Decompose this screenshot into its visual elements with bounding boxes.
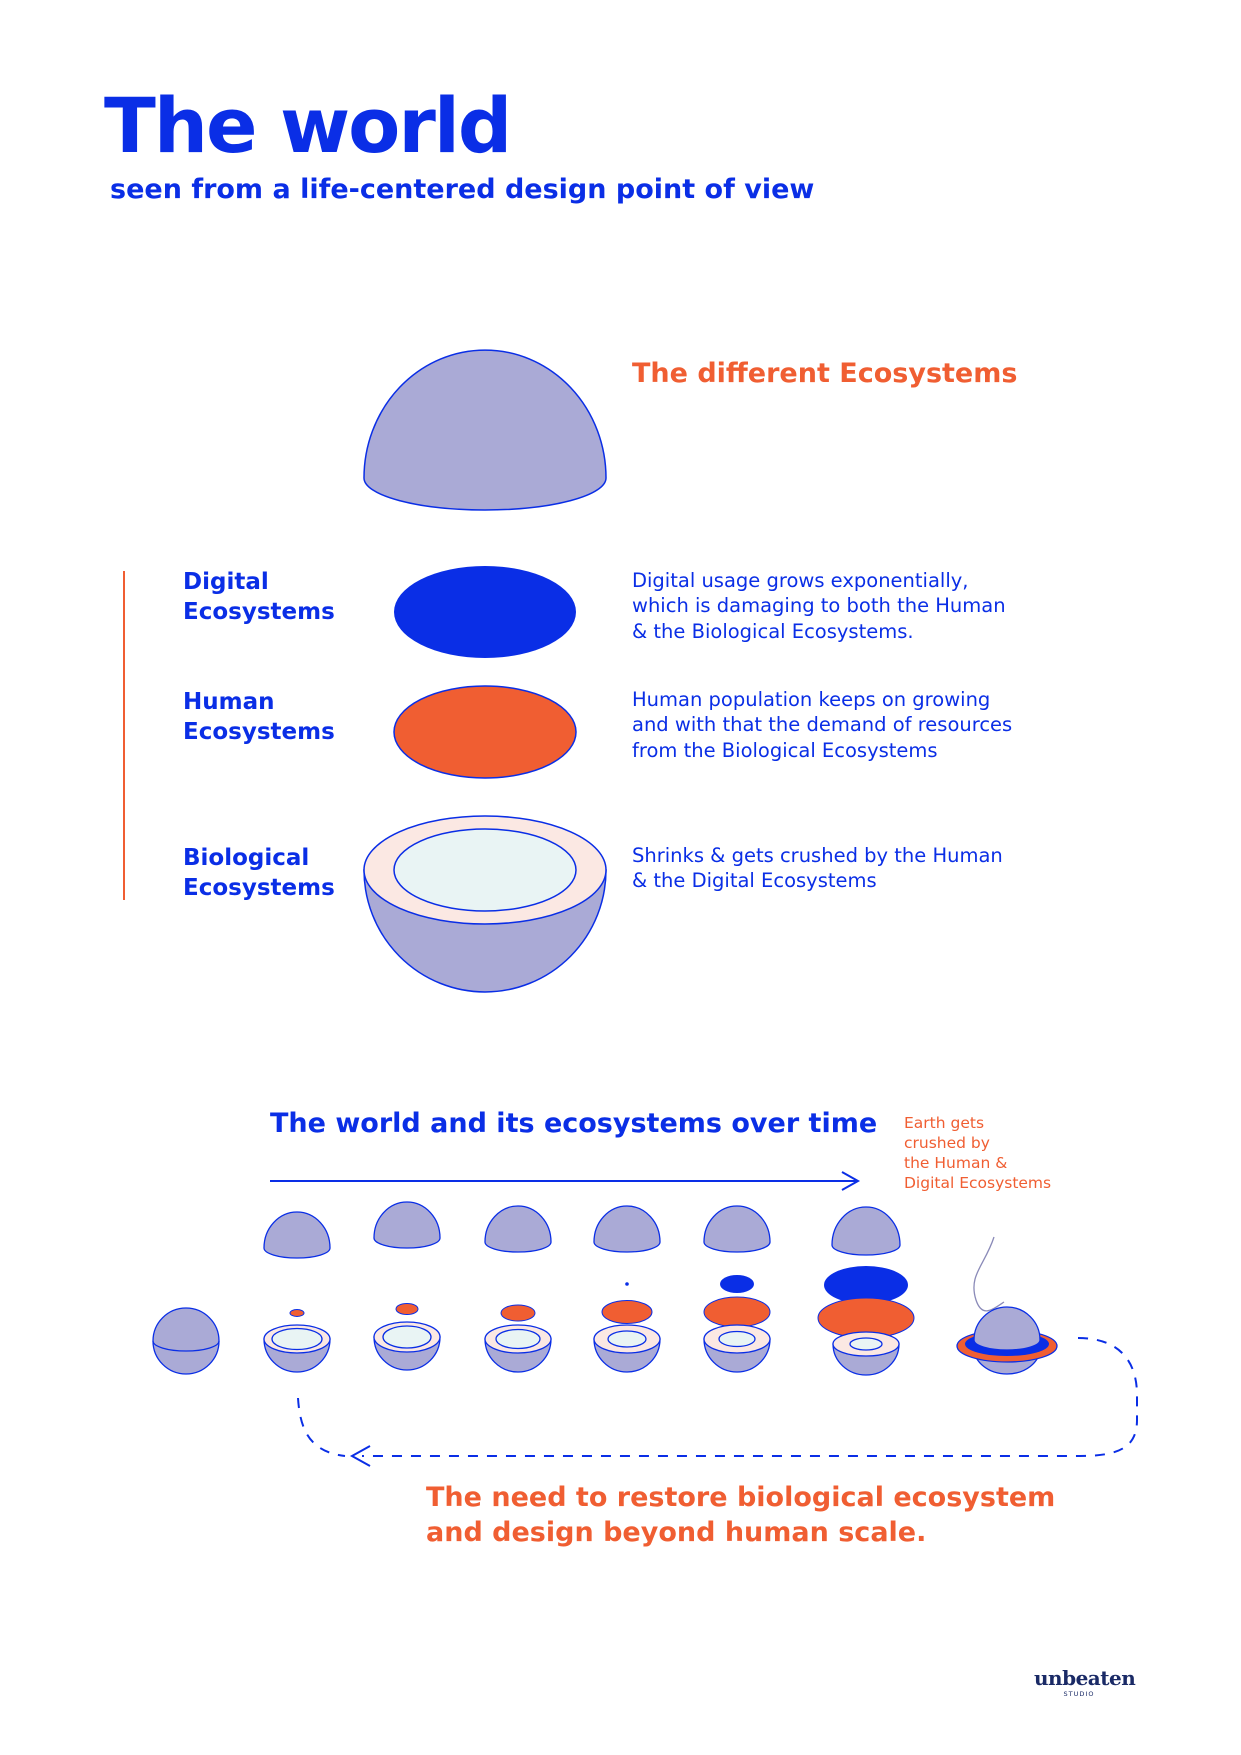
timeline-stage-4 (484, 1205, 552, 1373)
timeline-arrow (270, 1171, 861, 1191)
timeline-stage-1 (152, 1307, 220, 1375)
logo-subtitle: STUDIO (1063, 1690, 1095, 1698)
crushed-earth-note: Earth gets crushed by the Human & Digita… (904, 1114, 1052, 1193)
timeline-stage-3 (373, 1201, 441, 1371)
human-ecosystem-label: Human Ecosystems (183, 689, 335, 745)
digital-ecosystem-disc (394, 566, 576, 658)
note-callout-line (973, 1236, 1005, 1312)
timeline-stage-7 (817, 1206, 915, 1376)
biological-ecosystem-bowl (363, 815, 607, 993)
restore-message: The need to restore biological ecosystem… (426, 1482, 1056, 1549)
digital-ecosystem-label: Digital Ecosystems (183, 569, 335, 625)
biological-ecosystem-description: Shrinks & gets crushed by the Human & th… (632, 844, 1003, 893)
ecosystems-heading: The different Ecosystems (632, 358, 1018, 389)
logo-name: unbeaten (1034, 1666, 1136, 1690)
human-ecosystem-description: Human population keeps on growing and wi… (632, 688, 1013, 762)
page-title: The world (104, 81, 512, 170)
human-ecosystem-disc (393, 685, 577, 779)
timeline-stage-8-crushed-earth (956, 1306, 1058, 1375)
timeline-stage-6 (703, 1205, 771, 1373)
timeline-heading: The world and its ecosystems over time (270, 1108, 878, 1139)
timeline-stage-2 (263, 1211, 331, 1373)
top-hemisphere (363, 349, 607, 511)
biological-ecosystem-label: Biological Ecosystems (183, 845, 335, 901)
timeline-stage-5 (593, 1205, 661, 1373)
page-subtitle: seen from a life-centered design point o… (110, 174, 815, 205)
brand-logo: unbeaten STUDIO (1034, 1666, 1136, 1698)
loop-back-arrow (297, 1337, 1138, 1467)
digital-ecosystem-description: Digital usage grows exponentially, which… (632, 569, 1006, 643)
